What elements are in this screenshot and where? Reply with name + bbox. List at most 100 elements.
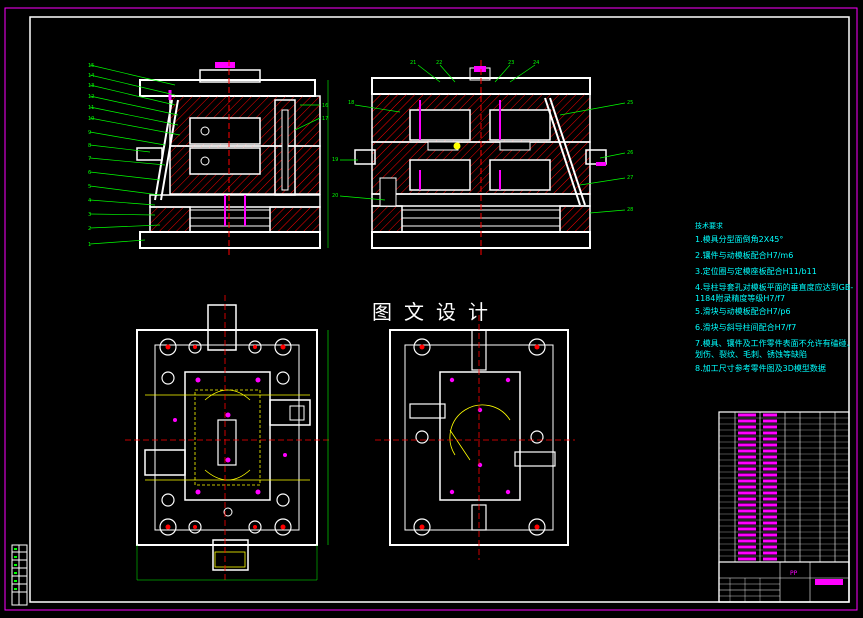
svg-text:22: 22 bbox=[436, 60, 442, 66]
parts-row-mark bbox=[738, 539, 756, 543]
svg-text:23: 23 bbox=[508, 60, 514, 66]
side-section-view: 21 22 23 24 18 25 26 27 28 20 19 bbox=[332, 60, 633, 258]
outer-border bbox=[4, 7, 858, 611]
plan-view-moving-half bbox=[375, 315, 575, 560]
parts-row-mark bbox=[763, 413, 777, 417]
technical-note-item: 8.加工尺寸参考零件图及3D模型数据 bbox=[695, 363, 826, 373]
front-section-view: 15 14 13 12 11 10 9 8 7 6 5 4 3 2 1 16 17 bbox=[88, 60, 328, 258]
parts-row-mark bbox=[763, 521, 777, 525]
parts-row-mark bbox=[738, 479, 756, 483]
parts-row-mark bbox=[763, 461, 777, 465]
parts-row-mark bbox=[738, 431, 756, 435]
parts-row-mark bbox=[738, 521, 756, 525]
parts-row-mark bbox=[763, 443, 777, 447]
svg-text:16: 16 bbox=[322, 103, 328, 109]
parts-row-mark bbox=[738, 467, 756, 471]
technical-note-item: 6.滑块与斜导柱间配合H7/f7 bbox=[695, 323, 797, 333]
svg-text:26: 26 bbox=[627, 150, 633, 156]
parts-row-mark bbox=[738, 437, 756, 441]
svg-text:3: 3 bbox=[88, 212, 91, 218]
svg-text:21: 21 bbox=[410, 60, 416, 66]
parts-row-mark bbox=[763, 515, 777, 519]
svg-text:7: 7 bbox=[88, 156, 91, 162]
svg-text:9: 9 bbox=[88, 130, 91, 136]
watermark-text: 图文设计 bbox=[372, 300, 500, 324]
parts-row-mark bbox=[763, 473, 777, 477]
parts-row-mark bbox=[763, 557, 777, 561]
parts-row-mark bbox=[763, 539, 777, 543]
technical-note-item: 3.定位圈与定模座板配合H11/b11 bbox=[695, 267, 817, 277]
svg-text:27: 27 bbox=[627, 175, 633, 181]
svg-text:17: 17 bbox=[322, 116, 328, 122]
parts-row-mark bbox=[763, 509, 777, 513]
technical-note-item: 1.模具分型面倒角2X45° bbox=[695, 235, 784, 245]
svg-text:2: 2 bbox=[88, 226, 91, 232]
parts-row-mark bbox=[738, 551, 756, 555]
technical-notes-title: 技术要求 bbox=[695, 222, 723, 230]
parts-row-mark bbox=[738, 413, 756, 417]
parts-row-mark bbox=[763, 533, 777, 537]
parts-row-mark bbox=[763, 485, 777, 489]
technical-note-item: 7.模具、镶件及工作零件表面不允许有磕碰、划伤、裂纹、毛刺、锈蚀等缺陷 bbox=[695, 339, 855, 359]
title-block: PP bbox=[718, 561, 850, 603]
parts-row-mark bbox=[738, 473, 756, 477]
parts-row-mark bbox=[763, 449, 777, 453]
svg-text:4: 4 bbox=[88, 198, 91, 204]
technical-notes: 技术要求 1.模具分型面倒角2X45° 2.镶件与动模板配合H7/m6 3.定位… bbox=[695, 222, 855, 379]
parts-row-mark bbox=[763, 497, 777, 501]
svg-text:10: 10 bbox=[88, 116, 94, 122]
parts-row-mark bbox=[738, 497, 756, 501]
parts-row-mark bbox=[738, 443, 756, 447]
svg-text:28: 28 bbox=[627, 207, 633, 213]
parts-list-rows bbox=[719, 413, 849, 563]
technical-note-item: 4.导柱导套孔对模板平面的垂直度应达到GB-1184附录精度等级H7/f7 bbox=[695, 282, 854, 303]
svg-text:20: 20 bbox=[332, 193, 338, 199]
parts-row-mark bbox=[738, 455, 756, 459]
svg-text:15: 15 bbox=[88, 63, 94, 69]
parts-row-mark bbox=[763, 419, 777, 423]
svg-text:5: 5 bbox=[88, 184, 91, 190]
svg-text:13: 13 bbox=[88, 83, 94, 89]
title-block-material: PP bbox=[790, 570, 798, 577]
parts-row-mark bbox=[763, 431, 777, 435]
parts-row-mark bbox=[738, 461, 756, 465]
parts-row-mark bbox=[763, 479, 777, 483]
svg-text:1: 1 bbox=[88, 242, 91, 248]
parts-row-mark bbox=[738, 491, 756, 495]
svg-text:25: 25 bbox=[627, 100, 633, 106]
parts-row-mark bbox=[763, 467, 777, 471]
parts-row-mark bbox=[738, 557, 756, 561]
inner-border bbox=[29, 16, 850, 603]
parts-row-mark bbox=[738, 425, 756, 429]
plan-view-fixed-half bbox=[125, 295, 330, 581]
parts-row-mark bbox=[738, 449, 756, 453]
parts-row-mark bbox=[763, 491, 777, 495]
parts-row-mark bbox=[763, 551, 777, 555]
parts-row-mark bbox=[763, 455, 777, 459]
technical-note-item: 2.镶件与动模板配合H7/m6 bbox=[695, 251, 794, 261]
parts-row-mark bbox=[738, 485, 756, 489]
parts-row-mark bbox=[738, 509, 756, 513]
svg-text:6: 6 bbox=[88, 170, 91, 176]
parts-row-mark bbox=[738, 545, 756, 549]
svg-text:11: 11 bbox=[88, 105, 94, 111]
svg-text:18: 18 bbox=[348, 100, 354, 106]
svg-text:19: 19 bbox=[332, 157, 338, 163]
technical-note-item: 5.滑块与动模板配合H7/p6 bbox=[695, 307, 791, 317]
parts-row-mark bbox=[763, 425, 777, 429]
svg-text:12: 12 bbox=[88, 94, 94, 100]
svg-text:14: 14 bbox=[88, 73, 94, 79]
parts-row-mark bbox=[763, 437, 777, 441]
svg-text:8: 8 bbox=[88, 143, 91, 149]
parts-list-table bbox=[718, 411, 850, 603]
parts-row-mark bbox=[738, 503, 756, 507]
parts-row-mark bbox=[763, 527, 777, 531]
parts-row-mark bbox=[738, 515, 756, 519]
parts-row-mark bbox=[763, 503, 777, 507]
parts-row-mark bbox=[763, 545, 777, 549]
left-margin-strip bbox=[11, 544, 28, 606]
parts-row-mark bbox=[738, 419, 756, 423]
parts-row-mark bbox=[738, 533, 756, 537]
svg-text:24: 24 bbox=[533, 60, 539, 66]
